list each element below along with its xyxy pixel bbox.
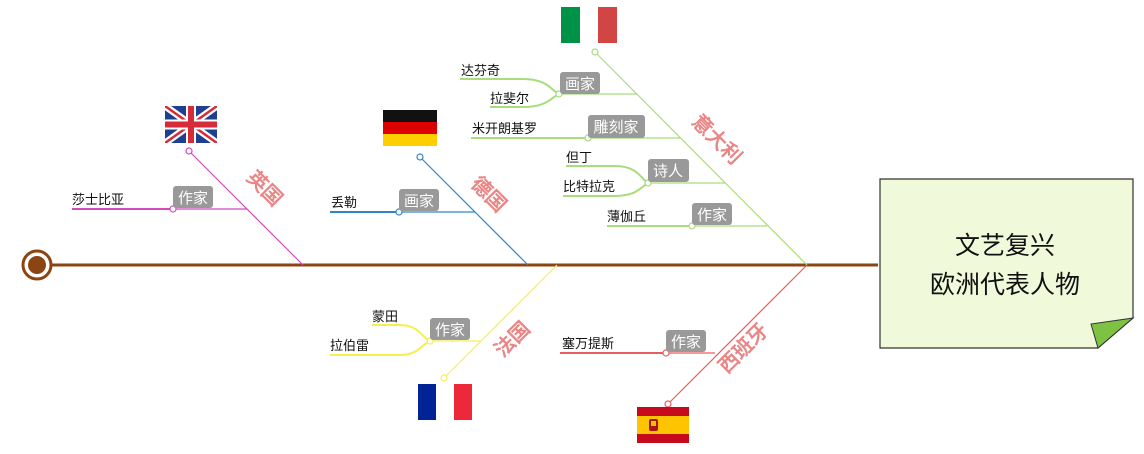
svg-text:作家: 作家	[697, 206, 727, 224]
title-line-1: 文艺复兴	[955, 231, 1055, 260]
italy-branch-label: 意大利	[687, 109, 746, 168]
france-branch-label: 法国	[489, 316, 534, 361]
svg-text:画家: 画家	[404, 192, 434, 210]
person-name[interactable]: 拉斐尔	[490, 92, 529, 107]
person-name[interactable]: 薄伽丘	[607, 210, 646, 225]
note-fold	[1090, 317, 1135, 349]
person-name[interactable]: 塞万提斯	[562, 336, 614, 352]
tag-spain-writer[interactable]: 作家	[666, 330, 706, 352]
svg-text:作家: 作家	[671, 333, 701, 351]
branch-italy[interactable]	[460, 48, 808, 266]
svg-text:诗人: 诗人	[653, 162, 683, 180]
tag-france-writer[interactable]: 作家	[430, 318, 470, 340]
title-line-2: 欧洲代表人物	[930, 270, 1080, 299]
svg-text:画家: 画家	[565, 75, 595, 93]
person-name[interactable]: 米开朗基罗	[472, 122, 537, 137]
tag-italy-poet[interactable]: 诗人	[648, 159, 689, 182]
spain-flag	[637, 407, 689, 443]
italy-branch-line	[594, 51, 808, 266]
spine-origin-node[interactable]	[21, 249, 53, 281]
tag-germany-painter[interactable]: 画家	[399, 189, 439, 211]
person-name[interactable]: 拉伯雷	[330, 339, 369, 354]
person-name[interactable]: 丢勒	[331, 196, 357, 211]
england-branch-line	[188, 150, 304, 266]
svg-text:作家: 作家	[178, 189, 208, 207]
person-name[interactable]: 蒙田	[372, 310, 398, 325]
person-name[interactable]: 达芬奇	[461, 63, 500, 79]
tag-italy-writer[interactable]: 作家	[692, 203, 732, 225]
england-branch-label: 英国	[242, 165, 287, 210]
branch-england[interactable]	[72, 147, 304, 266]
person-name[interactable]: 莎士比亚	[72, 193, 124, 208]
tag-italy-sculptor[interactable]: 雕刻家	[588, 115, 645, 138]
germany-flag	[383, 110, 437, 146]
branch-germany[interactable]	[330, 153, 529, 266]
branch-france[interactable]	[330, 264, 558, 382]
france-branch-line	[443, 264, 558, 379]
svg-text:雕刻家: 雕刻家	[593, 118, 638, 136]
person-name[interactable]: 比特拉克	[563, 180, 615, 195]
spain-branch-line	[667, 264, 808, 405]
italy-flag	[561, 7, 617, 43]
person-name[interactable]: 但丁	[566, 151, 592, 166]
tag-england-writer[interactable]: 作家	[173, 186, 213, 208]
germany-branch-line	[419, 156, 529, 266]
tag-italy-painter[interactable]: 画家	[560, 72, 600, 94]
france-flag	[418, 384, 472, 420]
spain-branch-label: 西班牙	[713, 318, 772, 377]
title-note[interactable]: 文艺复兴 欧洲代表人物	[879, 178, 1135, 349]
branch-spain[interactable]	[560, 264, 808, 408]
svg-text:作家: 作家	[435, 321, 465, 339]
uk-flag	[165, 106, 217, 143]
